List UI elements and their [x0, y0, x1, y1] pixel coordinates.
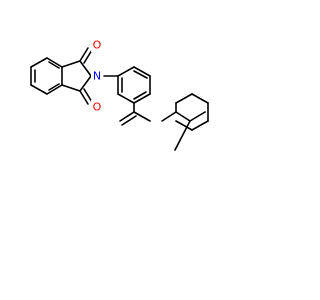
molecule-structure-diagram: O N O	[30, 38, 209, 151]
nitrogen-label: N	[93, 70, 101, 83]
phthalimide-imide-ring	[61, 47, 93, 105]
ketone-group	[174, 120, 191, 151]
ester-group	[119, 102, 191, 126]
phthalimide-benzo-ring	[30, 57, 63, 95]
phenyl-substituent	[175, 93, 209, 131]
atom-labels: O N O	[91, 38, 103, 114]
oxygen-label-1: O	[93, 39, 102, 52]
oxygen-label-2: O	[93, 101, 102, 114]
right-phenyl-ring	[189, 111, 206, 122]
central-benzene-ring	[117, 66, 151, 104]
